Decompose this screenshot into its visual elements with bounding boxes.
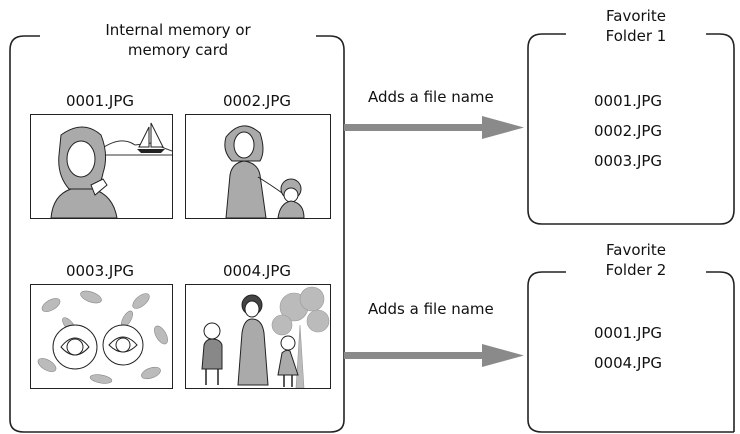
source-box-border [9,35,345,433]
photo-2-filename: 0002.JPG [222,92,292,110]
photo-3-filename: 0003.JPG [65,262,135,280]
folder-2-border [527,271,734,433]
photo-1-filename: 0001.JPG [65,92,135,110]
folder-1-file: 0001.JPG [594,92,663,110]
photo-1-thumbnail [30,114,173,219]
photo-4-thumbnail [185,284,331,389]
folder-2-file: 0004.JPG [594,354,663,372]
arrow-2 [344,344,524,367]
folder-2-file: 0001.JPG [594,324,663,342]
folder-1-file: 0002.JPG [594,122,663,140]
folder-1-title: Favorite Folder 1 [605,7,667,45]
folder-2-title: Favorite Folder 2 [605,241,667,279]
source-box-title: Internal memory or memory card [105,21,251,59]
photo-4-filename: 0004.JPG [222,262,292,280]
arrow-1 [344,116,524,139]
arrow-2-label: Adds a file name [368,300,494,318]
folder-1-file: 0003.JPG [594,152,663,170]
photo-2-thumbnail [185,114,331,219]
photo-3-thumbnail [30,284,173,389]
folder-1-border [527,33,735,225]
arrow-1-label: Adds a file name [368,88,494,106]
